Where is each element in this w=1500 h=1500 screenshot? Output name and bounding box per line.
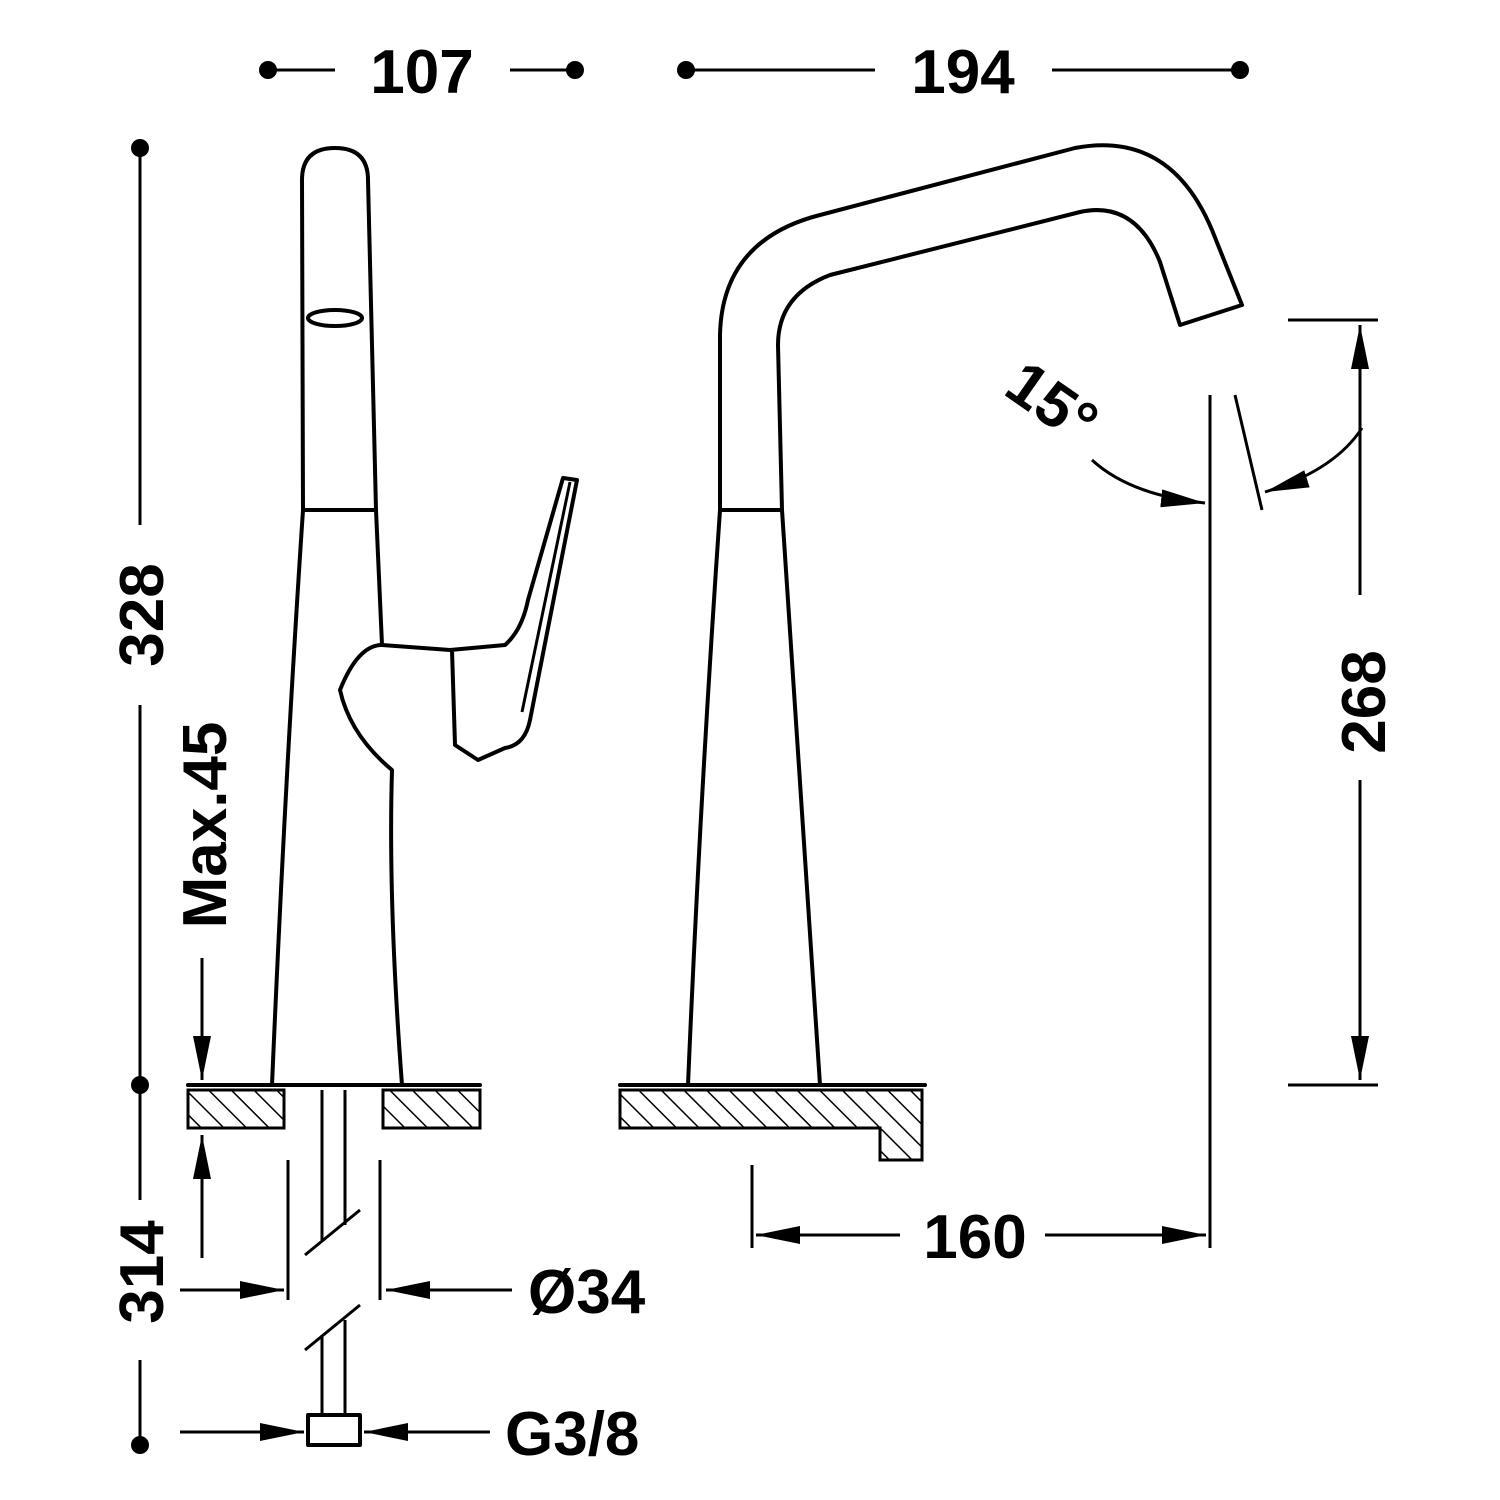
dim-107: 107 (259, 38, 584, 107)
label-max45: Max.45 (171, 722, 240, 929)
aerator-outlet (306, 308, 364, 328)
dim-diameter-34: Ø34 (180, 1258, 646, 1327)
label-328: 328 (108, 563, 177, 666)
dim-g38: G3/8 (180, 1400, 639, 1469)
dim-angle-15: 15° (994, 348, 1364, 511)
label-268: 268 (1330, 650, 1399, 753)
label-diameter-34: Ø34 (528, 1258, 646, 1327)
dim-328: 328 (108, 139, 177, 1094)
supply-hoses (286, 1090, 382, 1447)
left-countertop (186, 1083, 482, 1130)
label-194: 194 (911, 38, 1015, 107)
dim-max45: Max.45 (171, 722, 240, 1258)
dim-160: 160 (750, 395, 1212, 1272)
label-160: 160 (923, 1203, 1026, 1272)
front-view-faucet (618, 143, 1244, 1162)
label-107: 107 (370, 38, 473, 107)
dim-314: 314 (108, 1085, 177, 1454)
side-view-faucet (266, 146, 579, 1087)
label-15-degrees: 15° (994, 348, 1110, 458)
dim-194: 194 (677, 38, 1249, 107)
g38-connector (306, 1413, 362, 1447)
right-countertop (618, 1088, 924, 1162)
label-g38: G3/8 (505, 1400, 639, 1469)
lever-handle (380, 476, 579, 762)
dim-268: 268 (1288, 318, 1399, 1087)
label-314: 314 (108, 1220, 177, 1324)
